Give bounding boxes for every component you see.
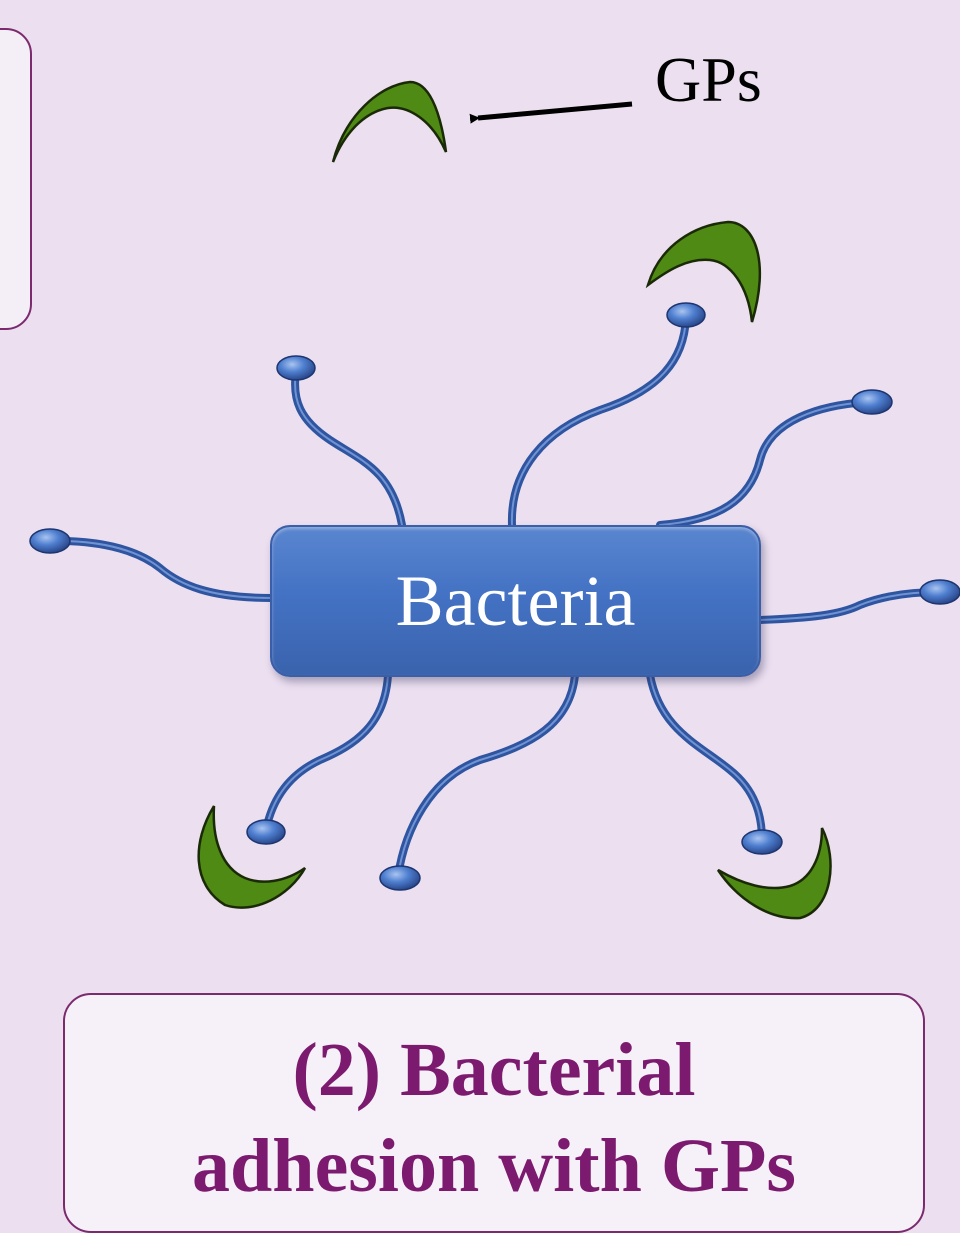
pilus-tip-icon	[920, 580, 960, 604]
gps-label: GPs	[655, 48, 762, 112]
gp-crescent-icon	[333, 82, 446, 162]
pilus-tip-icon	[247, 820, 285, 844]
gps-pointer-arrow	[478, 104, 632, 118]
pilus-tip-icon	[30, 529, 70, 553]
gp-crescent-icon	[648, 222, 760, 322]
pilus-tip-icon	[742, 830, 782, 854]
pilus-bottom-left	[266, 675, 388, 830]
caption-box: (2) Bacterial adhesion with GPs	[63, 993, 925, 1233]
pilus-tip-icon	[852, 390, 892, 414]
pilus-tip-icon	[380, 866, 420, 890]
bacteria-label: Bacteria	[396, 565, 636, 637]
pilus-left	[48, 541, 272, 598]
pilus-bottom-right	[650, 675, 762, 840]
bacteria-body: Bacteria	[270, 525, 761, 677]
pilus-tip-icon	[277, 356, 315, 380]
pilus-top-right	[660, 402, 868, 525]
pilus-tip-icon	[667, 303, 705, 327]
caption-text: (2) Bacterial adhesion with GPs	[192, 1022, 796, 1214]
pilus-top-center	[512, 318, 686, 525]
gp-crescent-icon	[199, 806, 305, 908]
pilus-bottom-center	[398, 675, 575, 876]
caption-line-2: adhesion with GPs	[192, 1118, 796, 1214]
pilus-right	[760, 592, 940, 620]
caption-line-1: (2) Bacterial	[192, 1022, 796, 1118]
pilus-top-left	[295, 372, 402, 525]
